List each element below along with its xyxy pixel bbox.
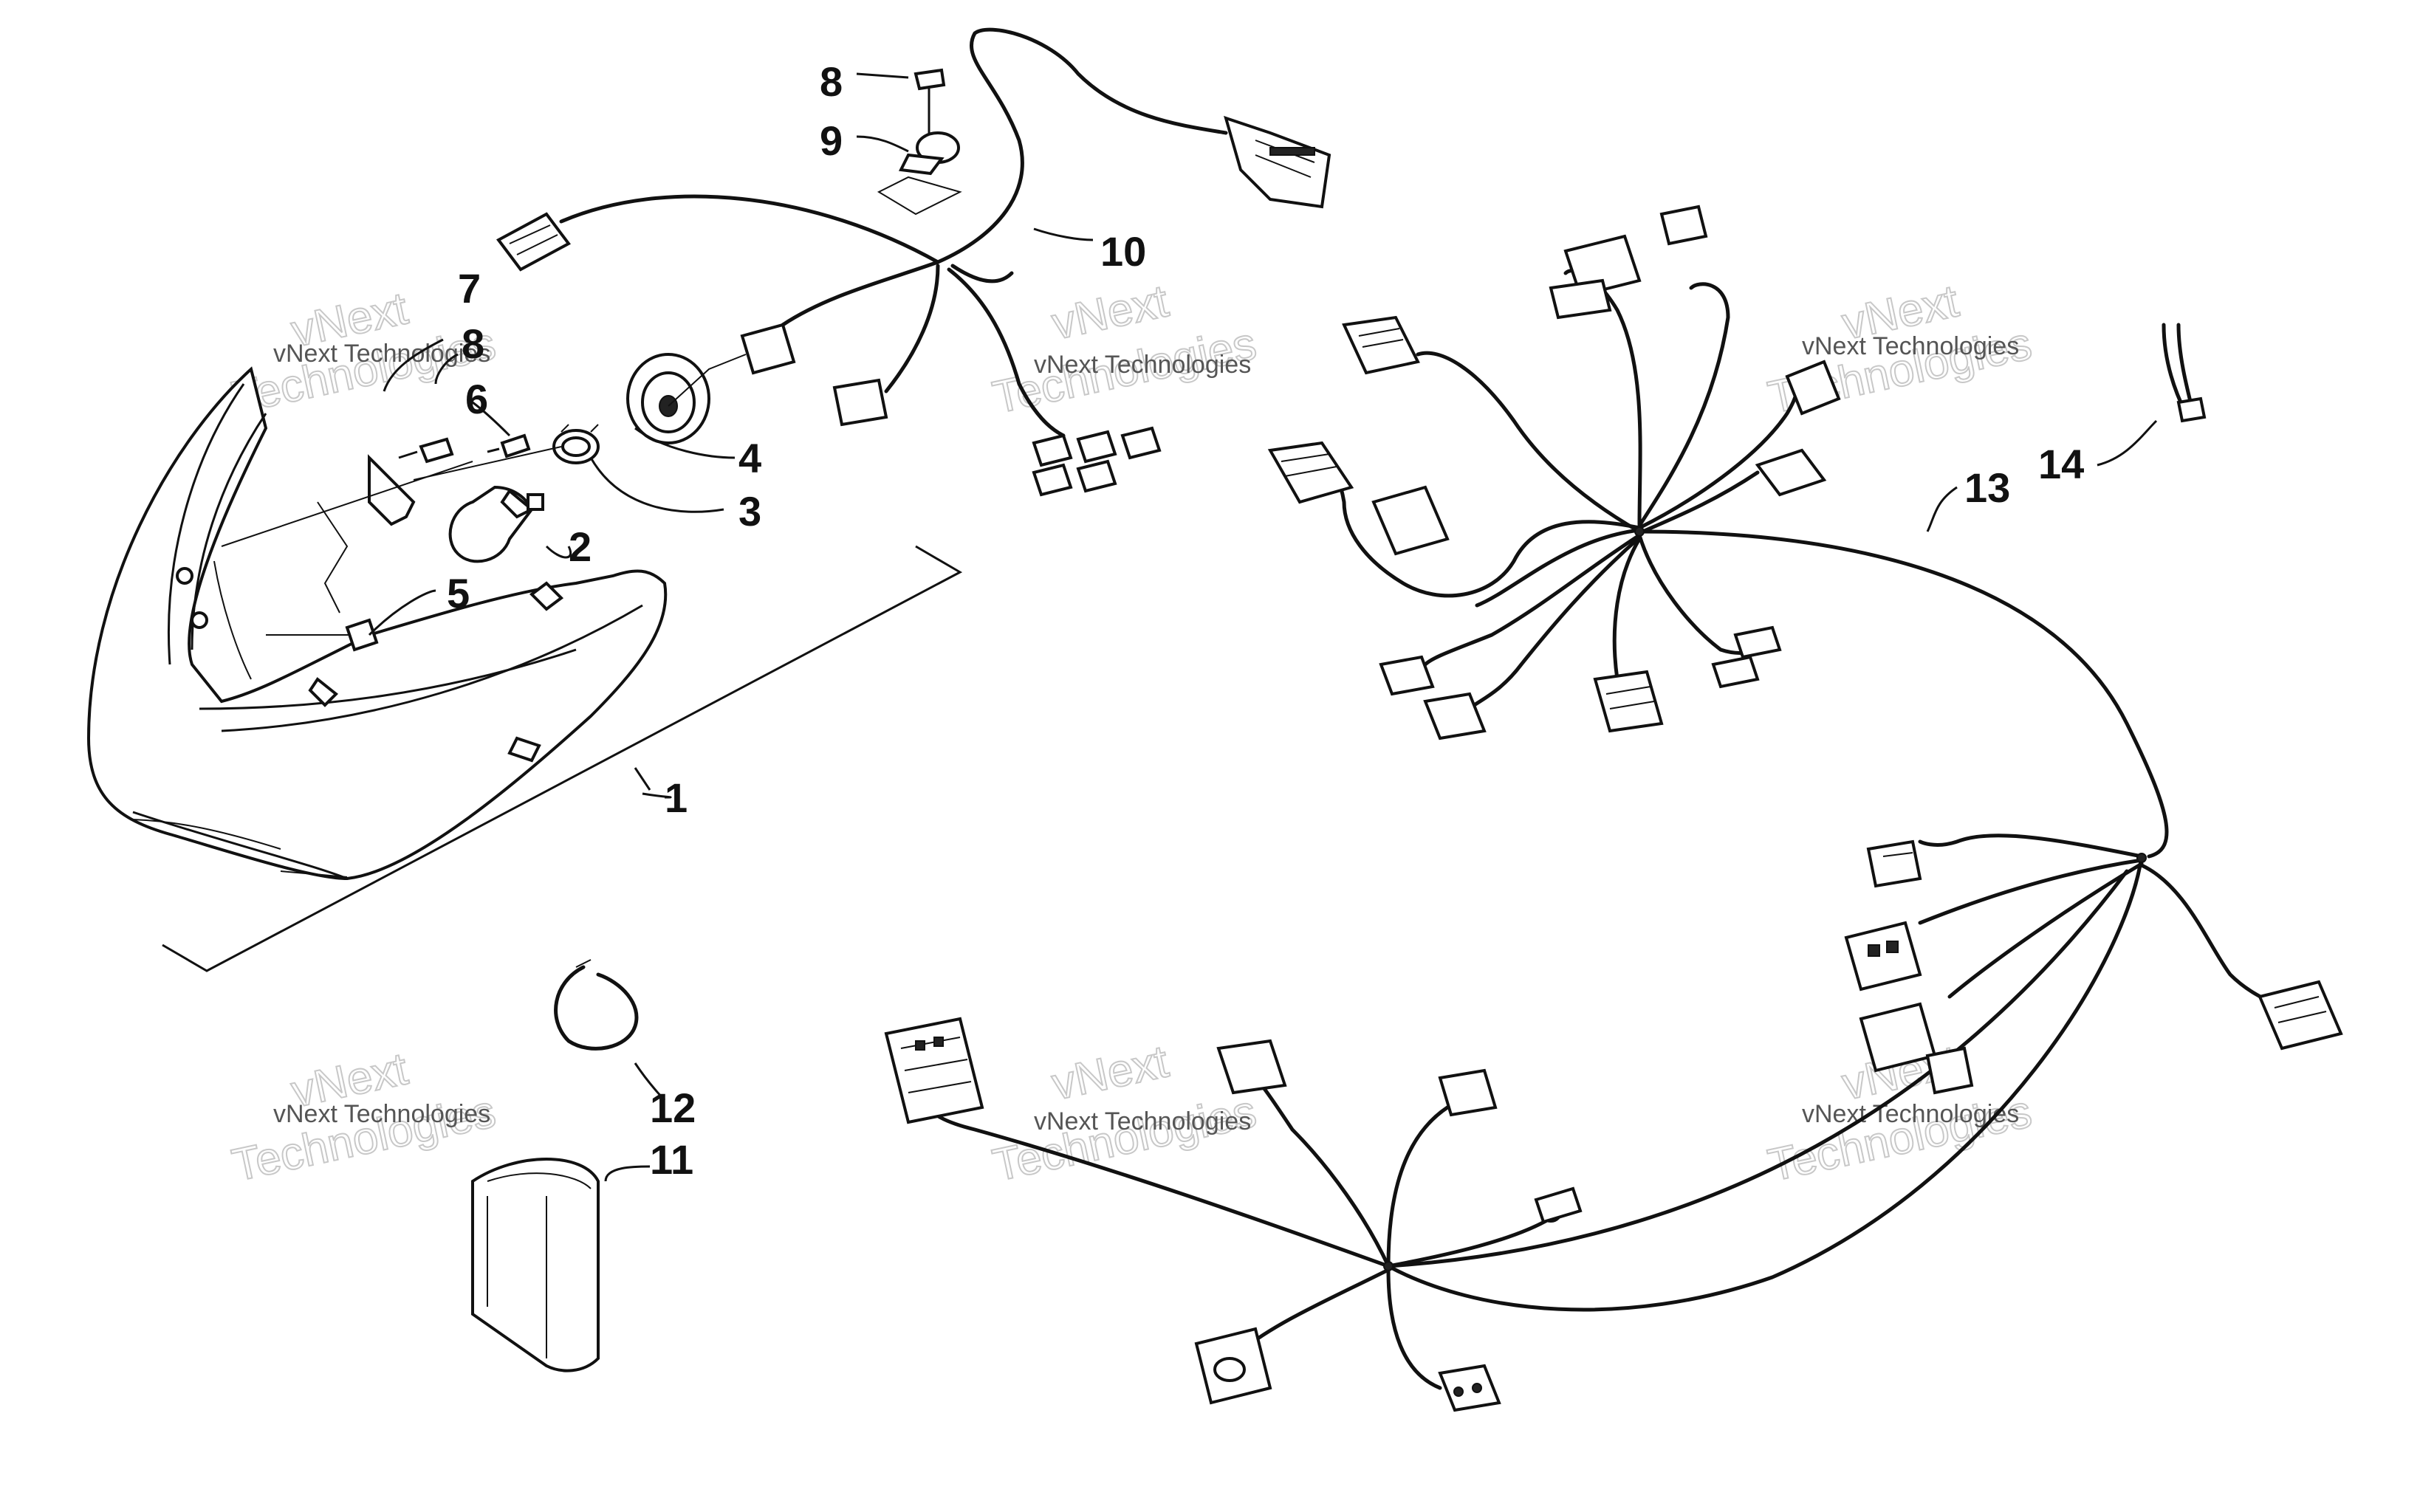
exploded-view-lines [221,446,562,636]
terminal-group-10 [1032,426,1162,497]
callout-7: 7 [458,265,481,312]
bulb-part-2 [448,485,544,563]
connector-13-i [1844,921,1922,992]
callout-6: 6 [465,376,488,422]
clip-part-5 [345,618,379,652]
callout-4: 4 [738,435,761,481]
callout-12: 12 [650,1085,696,1131]
connector-lower-10 [832,378,888,427]
callout-1: 1 [665,774,688,821]
clamp-part-9 [877,131,962,216]
watermark-outline-1: vNext [1048,1036,1173,1110]
callout-labels: 1 2 3 4 5 6 7 8 8 9 10 11 12 13 14 [447,58,2084,1183]
callout-2: 2 [569,523,592,570]
callout-8-top: 8 [820,58,843,105]
assembly-bracket-part-1 [162,545,963,972]
watermark-bottom-middle: vNext Technologies vNext Technologies [988,1035,1261,1192]
callout-13: 13 [1964,464,2010,511]
connector-left-10 [496,212,571,272]
connector-13-m [1216,1039,1287,1095]
connector-13-h [1866,839,1922,888]
connector-13-p [1438,1364,1501,1412]
watermark-text: vNext Technologies [1034,351,1251,379]
callout-9: 9 [820,117,843,164]
watermark-bottom-left: vNext Technologies vNext Technologies [227,1042,501,1192]
sleeve-part-11 [471,1158,600,1372]
connector-13-f [1785,360,1841,416]
rubber-boot-part-4 [626,353,747,444]
watermark-text: vNext Technologies [1802,1100,2019,1128]
connector-13-g [1549,205,1708,320]
connector-13-c [1379,655,1487,740]
screw-part-8 [398,437,454,464]
connector-13-j [1859,1002,1974,1095]
callout-14: 14 [2038,441,2084,487]
bracket-part-7 [317,454,416,614]
connector-13-a [1342,315,1420,375]
headlight-housing [86,366,668,881]
screw-part-6 [487,433,531,458]
callout-leaders [368,72,2158,1182]
connector-13-d [1593,670,1664,733]
connector-13-k [2258,980,2343,1051]
screw-part-8-top [914,68,946,137]
callout-11: 11 [650,1136,693,1183]
wiring-harness-part-13 [884,205,2343,1412]
wiring-harness-part-10 [496,27,1331,497]
connector-13-b [1267,441,1450,556]
ring-terminal-13 [1534,1186,1583,1224]
connector-top-right-10 [1224,115,1331,209]
clamp-ring-part-12 [554,959,639,1051]
terminal-group-13 [1711,625,1782,689]
callout-5: 5 [447,570,470,616]
watermark-text: vNext Technologies [1802,332,2019,360]
callout-8-headlight: 8 [462,320,484,367]
watermark-text: vNext Technologies [273,1100,490,1128]
connector-13-e [1755,448,1827,497]
retaining-ring-part-3 [552,424,600,464]
watermark-text: vNext Technologies [273,340,490,368]
connector-13-n [1438,1068,1498,1117]
connector-mid-10 [740,323,796,375]
connector-13-o [1194,1327,1272,1405]
connector-13-l [884,1017,984,1124]
callout-3: 3 [738,488,761,535]
callout-10: 10 [1100,228,1146,275]
watermark-text: vNext Technologies [1034,1107,1251,1135]
clip-part-14 [2162,323,2207,423]
